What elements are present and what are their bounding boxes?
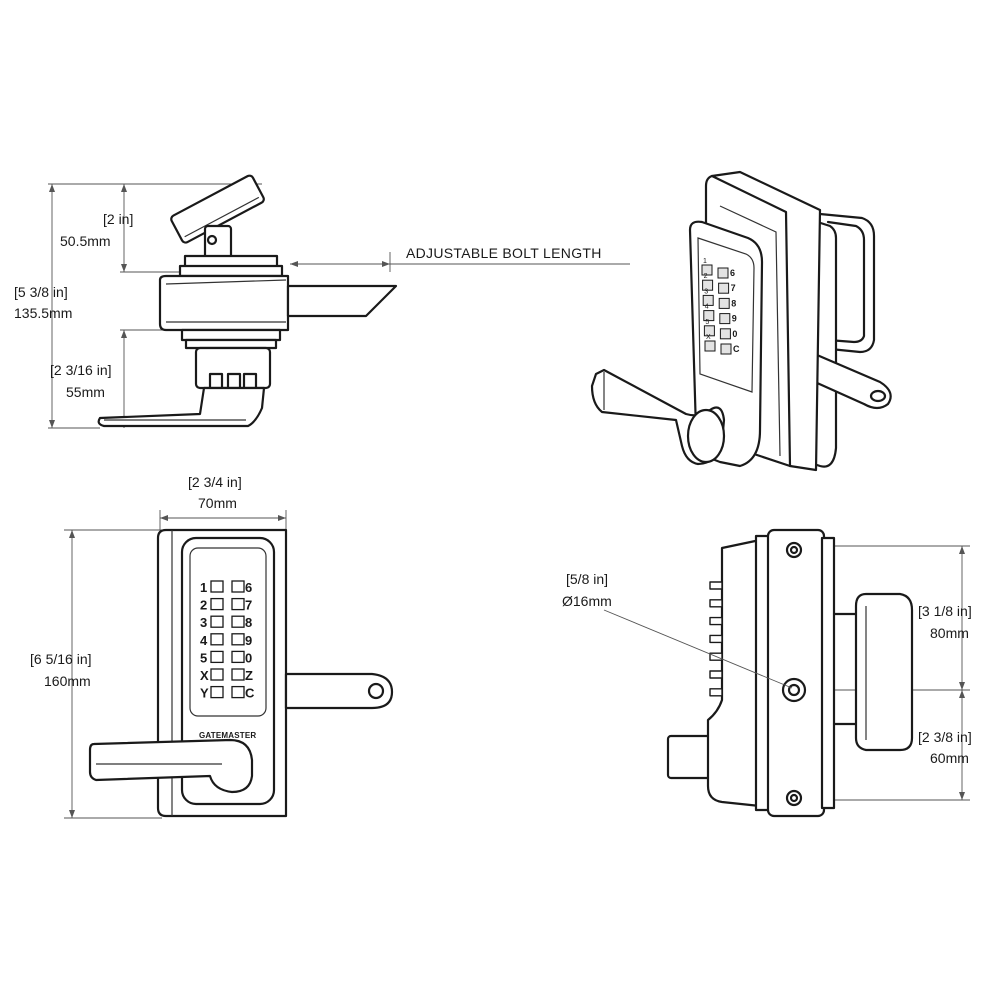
iso-key-label-C: C [733,344,740,354]
key-button[interactable] [210,597,224,611]
dim-height-in: [6 5/16 in] [30,651,92,667]
side-key-bump [709,688,723,697]
dim-hole-mm: Ø16mm [562,593,612,609]
iso-key-label-4: 4 [705,304,709,311]
iso-key-label-6: 6 [730,268,735,278]
dim-lower-mm: 60mm [930,750,969,766]
iso-keypad: 1 6 2 7 3 8 4 9 5 0X C [701,258,740,355]
key-label-6: 6 [245,580,252,595]
iso-key-button [703,325,715,337]
side-key-bump [709,599,723,608]
key-label-Z: Z [245,668,253,683]
key-button[interactable] [210,650,224,664]
dim-top-mm: 50.5mm [60,233,111,249]
key-label-3: 3 [200,615,207,630]
dim-lower-in: [2 3/8 in] [918,729,972,745]
bolt-callout: ADJUSTABLE BOLT LENGTH [406,245,602,261]
front-keypad: 1 6 2 7 3 8 4 9 5 0X Z Y C [200,580,255,701]
iso-key-label-7: 7 [731,283,736,293]
key-label-9: 9 [245,633,252,648]
side-key-bump [709,670,723,679]
iso-view: 1 6 2 7 3 8 4 9 5 0X C [590,170,892,472]
key-button[interactable] [231,633,245,646]
key-button[interactable] [210,633,224,646]
iso-key-label-2: 2 [704,273,708,280]
dim-total-mm: 135.5mm [14,305,72,321]
dim-upper-in: [3 1/8 in] [918,603,972,619]
iso-key-button [717,267,729,279]
front-view: GATEMASTER 1 6 2 7 3 8 4 9 5 0X Z Y C [2 3/4 in] 70m… [30,474,394,819]
side-key-bump [709,616,723,626]
dim-bottom-in: [2 3/16 in] [50,362,112,378]
dim-height-mm: 160mm [44,673,91,689]
key-label-4: 4 [200,633,208,648]
key-label-8: 8 [245,615,252,630]
key-label-2: 2 [200,598,207,613]
iso-key-button [702,294,714,306]
key-label-0: 0 [245,650,252,665]
key-button[interactable] [210,615,224,628]
iso-key-label-0: 0 [732,329,737,339]
iso-key-label-X: X [706,334,711,341]
dim-upper-mm: 80mm [930,625,969,641]
dim-width-in: [2 3/4 in] [188,474,242,490]
dim-top-in: [2 in] [103,211,133,227]
key-button[interactable] [231,597,245,611]
brand-label: GATEMASTER [199,731,256,740]
key-label-5: 5 [200,650,207,665]
iso-key-button [704,340,716,352]
iso-key-button [719,328,731,340]
dim-bottom-mm: 55mm [66,384,105,400]
iso-key-button [718,282,730,294]
key-button[interactable] [231,580,245,593]
dim-hole-in: [5/8 in] [566,571,608,587]
key-button[interactable] [210,685,224,699]
side-key-bump [709,634,723,644]
key-label-C: C [245,686,255,701]
iso-key-label-1: 1 [703,258,707,265]
side-view: [5/8 in] Ø16mm [3 1/8 in] 80mm [2 3/8 in… [562,528,972,818]
side-key-bump [709,581,723,590]
key-label-1: 1 [200,580,207,595]
key-button[interactable] [210,668,224,681]
iso-key-label-3: 3 [704,288,708,295]
key-button[interactable] [231,650,245,664]
dim-width-mm: 70mm [198,495,237,511]
key-label-7: 7 [245,598,252,613]
key-label-Y: Y [200,686,209,701]
key-button[interactable] [231,615,245,628]
iso-key-button [718,297,730,309]
key-button[interactable] [231,685,245,699]
key-label-X: X [200,668,209,683]
iso-key-button [703,310,715,322]
dim-total-in: [5 3/8 in] [14,284,68,300]
iso-key-button [720,343,732,355]
iso-key-label-9: 9 [732,314,737,324]
iso-key-label-8: 8 [731,298,736,308]
iso-key-button [719,313,731,325]
key-button[interactable] [231,668,245,681]
iso-key-label-5: 5 [705,319,709,326]
iso-key-button [701,264,713,276]
iso-key-button [702,279,714,291]
key-button[interactable] [210,580,224,593]
top-view: [2 in] 50.5mm [5 3/8 in] 135.5mm [2 3/16… [14,174,630,429]
